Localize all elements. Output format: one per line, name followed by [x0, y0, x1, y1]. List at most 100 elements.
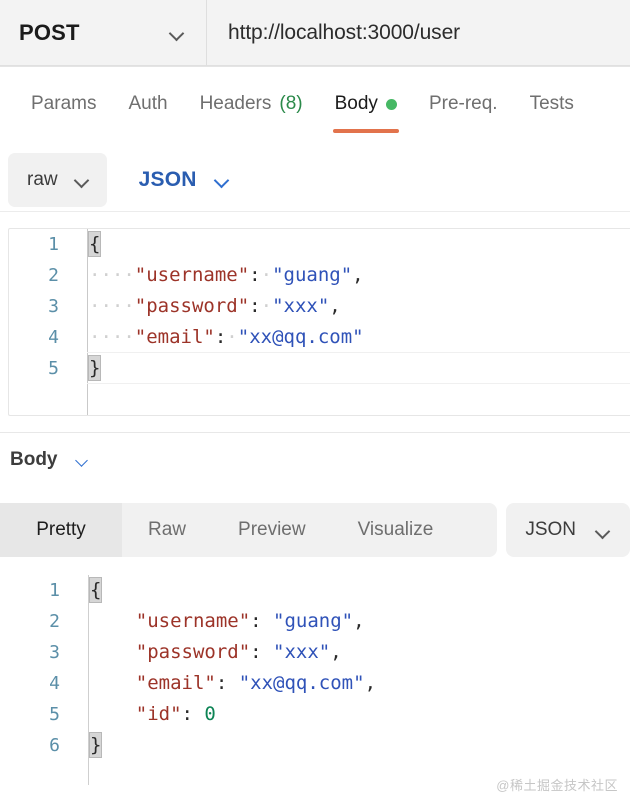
- code-text: "email": "xx@qq.com",: [80, 668, 376, 699]
- line-number: 5: [48, 358, 59, 379]
- tab-visualize-label: Visualize: [357, 519, 434, 540]
- response-format-label: JSON: [525, 519, 576, 540]
- body-type-label: raw: [27, 168, 58, 190]
- response-format-dropdown[interactable]: JSON: [506, 503, 630, 557]
- code-token: "email": [134, 326, 215, 348]
- indent-guide: [88, 575, 89, 785]
- line-number: 4: [49, 673, 60, 694]
- chevron-down-icon: [596, 526, 611, 535]
- tab-params-label: Params: [31, 93, 97, 114]
- request-tab-bar: Params Auth Headers (8) Body Pre-req. Te…: [0, 67, 630, 133]
- code-token: 0: [204, 703, 216, 725]
- active-tab-underline: [332, 129, 399, 133]
- code-line: 4 "email": "xx@qq.com",: [0, 668, 630, 699]
- line-number: 6: [49, 735, 60, 756]
- bracket-highlight: {: [87, 231, 102, 257]
- tab-pretty-label: Pretty: [36, 519, 86, 540]
- code-text: ····"password":·"xxx",: [79, 291, 341, 322]
- tab-auth-label: Auth: [128, 93, 168, 114]
- chevron-down-icon: [76, 456, 89, 464]
- tab-pretty[interactable]: Pretty: [0, 503, 122, 557]
- tab-params[interactable]: Params: [15, 89, 112, 119]
- line-number: 5: [49, 704, 60, 725]
- chevron-down-icon: [170, 28, 185, 37]
- code-token: "guang": [272, 264, 353, 286]
- indent-guide: [87, 229, 88, 415]
- response-code-lines: 1{2 "username": "guang",3 "password": "x…: [0, 575, 630, 761]
- editor-hairline: [87, 352, 630, 353]
- code-token: "password": [134, 295, 250, 317]
- code-text: }: [80, 730, 103, 761]
- code-token: :: [249, 264, 261, 286]
- code-text: {: [79, 229, 102, 260]
- line-number: 2: [48, 265, 59, 286]
- url-value: http://localhost:3000/user: [228, 20, 461, 44]
- code-text: "id": 0: [80, 699, 216, 730]
- tab-headers[interactable]: Headers (8): [184, 89, 319, 119]
- tab-tests[interactable]: Tests: [514, 89, 590, 119]
- response-body-header[interactable]: Body: [10, 444, 89, 476]
- code-line: 3 "password": "xxx",: [0, 637, 630, 668]
- code-token: ,: [353, 610, 365, 632]
- line-number: 1: [48, 234, 59, 255]
- line-number: 3: [48, 296, 59, 317]
- code-token: ····: [89, 326, 135, 348]
- code-token: ·: [226, 326, 238, 348]
- code-token: ,: [364, 672, 377, 694]
- green-dot-icon: [385, 98, 397, 110]
- code-line: 2 ····"username":·"guang",: [9, 260, 630, 291]
- code-line: 2 "username": "guang",: [0, 606, 630, 637]
- tab-tests-label: Tests: [529, 93, 574, 114]
- code-token: "guang": [273, 610, 354, 632]
- tab-auth[interactable]: Auth: [112, 89, 183, 119]
- body-format-dropdown[interactable]: JSON: [133, 168, 236, 192]
- tab-preview-label: Preview: [238, 519, 306, 540]
- tab-body[interactable]: Body: [319, 89, 413, 133]
- tab-pre-request-label: Pre-req.: [428, 93, 498, 114]
- url-input[interactable]: http://localhost:3000/user: [207, 0, 630, 66]
- code-line: 6}: [0, 730, 630, 761]
- tab-pre-request[interactable]: Pre-req.: [413, 89, 514, 119]
- code-token: ,: [330, 641, 342, 663]
- tab-raw[interactable]: Raw: [122, 503, 212, 557]
- code-token: [90, 672, 136, 694]
- tab-preview[interactable]: Preview: [212, 503, 332, 557]
- tab-raw-label: Raw: [148, 519, 187, 540]
- code-token: ····: [89, 264, 135, 286]
- code-text: "username": "guang",: [80, 606, 365, 637]
- chevron-down-icon: [75, 175, 90, 184]
- code-token: ····: [89, 295, 135, 317]
- code-line: 1{: [0, 575, 630, 606]
- request-code-lines: 1{2····"username":·"guang",3····"passwor…: [9, 229, 630, 384]
- line-number: 1: [49, 580, 60, 601]
- code-token: ·: [260, 264, 273, 286]
- code-line: 1{: [9, 229, 630, 260]
- http-method-dropdown[interactable]: POST: [0, 0, 207, 66]
- response-body-viewer[interactable]: 1{2 "username": "guang",3 "password": "x…: [0, 575, 630, 785]
- tab-visualize[interactable]: Visualize: [332, 503, 460, 557]
- request-body-editor[interactable]: 1{2····"username":·"guang",3····"passwor…: [8, 228, 630, 416]
- code-line: 5 "id": 0: [0, 699, 630, 730]
- code-token: "username": [135, 610, 251, 632]
- http-method-label: POST: [19, 19, 80, 45]
- body-type-dropdown[interactable]: raw: [8, 152, 107, 207]
- code-text: {: [80, 575, 103, 606]
- bracket-highlight: {: [88, 577, 103, 603]
- code-token: :: [214, 326, 227, 348]
- body-format-label: JSON: [138, 167, 197, 191]
- code-line: 4····"email":·"xx@qq.com": [9, 322, 630, 353]
- response-tab-bar: Pretty Raw Preview Visualize JSON: [0, 503, 630, 557]
- response-body-label: Body: [10, 449, 58, 470]
- code-text: ····"email":·"xx@qq.com": [79, 322, 364, 353]
- response-divider: [0, 432, 630, 433]
- code-token: ·: [260, 295, 273, 317]
- code-text: }: [79, 353, 102, 384]
- line-number: 3: [49, 642, 60, 663]
- response-view-tabs: Pretty Raw Preview Visualize: [0, 503, 498, 557]
- editor-hairline: [87, 383, 630, 384]
- tab-headers-count: (8): [279, 93, 303, 114]
- code-token: :: [215, 672, 239, 694]
- code-text: ····"username":·"guang",: [79, 260, 364, 291]
- code-text: "password": "xxx",: [80, 637, 342, 668]
